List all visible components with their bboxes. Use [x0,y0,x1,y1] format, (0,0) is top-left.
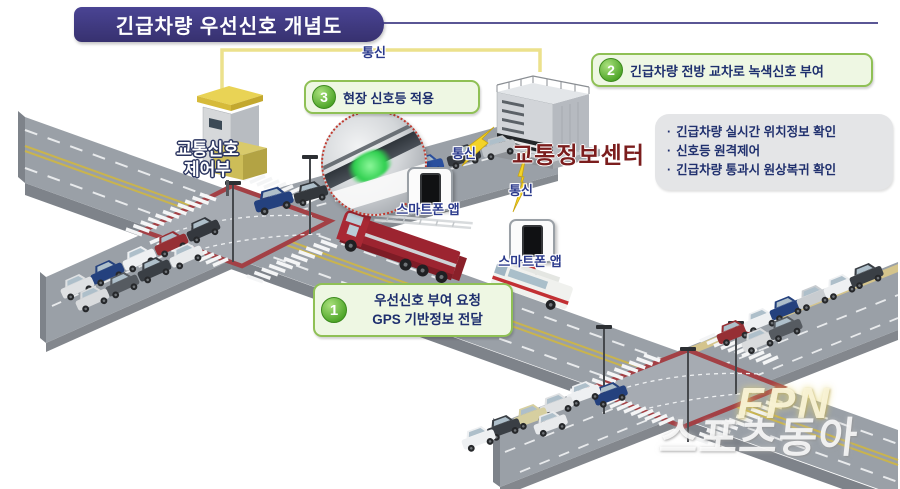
fire-truck [336,210,473,283]
list-item: 신호등 원격제어 [667,142,885,161]
smartphone-screen [521,225,543,257]
callout-1: 1 우선신호 부여 요청 GPS 기반정보 전달 [313,283,513,337]
controller-label: 교통신호 제어부 [150,140,265,180]
center-functions-box: 긴급차량 실시간 위치정보 확인 신호등 원격제어 긴급차량 통과시 원상복귀 … [655,114,893,190]
callout-2-text: 긴급차량 전방 교차로 녹색신호 부여 [630,63,824,79]
controller-label-line2: 제어부 [184,160,231,179]
callout-1-number: 1 [321,297,347,323]
watermark-fpn: FPN [737,379,831,428]
callout-1-line1: 우선신호 부여 요청 [374,293,481,308]
smartphone-label-2: 스마트폰 앱 [498,254,562,269]
comm-label-left: 통신 [452,146,476,161]
watermark-sports-donga: 스포츠동아 [657,414,861,461]
callout-3-text: 현장 신호등 적용 [343,90,434,106]
title-tail-line [382,22,878,24]
info-center-label: 교통정보센터 [512,142,645,168]
callout-1-text: 우선신호 부여 요청 GPS 기반정보 전달 [354,291,501,329]
callout-2: 2 긴급차량 전방 교차로 녹색신호 부여 [591,53,873,87]
page-title: 긴급차량 우선신호 개념도 [74,7,384,42]
callout-3-number: 3 [312,85,336,109]
comm-label-top: 통신 [362,45,386,60]
lightning-icon [461,126,528,213]
traffic-info-center-building [488,75,600,169]
comm-label-right: 통신 [509,183,533,198]
page-title-text: 긴급차량 우선신호 개념도 [115,16,343,38]
list-item: 긴급차량 통과시 원상복귀 확인 [667,161,885,180]
center-functions-list: 긴급차량 실시간 위치정보 확인 신호등 원격제어 긴급차량 통과시 원상복귀 … [667,123,885,180]
smartphone-screen [419,173,441,205]
traffic-controller-cabinet [197,86,267,196]
callout-1-line2: GPS 기반정보 전달 [372,312,483,327]
smartphone-icon [509,219,555,263]
controller-label-line1: 교통신호 [176,140,239,159]
callout-2-number: 2 [599,58,623,82]
smartphone-icon [407,167,453,211]
smartphone-label-1: 스마트폰 앱 [396,202,460,217]
ambulance [490,258,573,310]
callout-3: 3 현장 신호등 적용 [304,80,480,114]
list-item: 긴급차량 실시간 위치정보 확인 [667,123,885,142]
comm-line [220,48,542,92]
